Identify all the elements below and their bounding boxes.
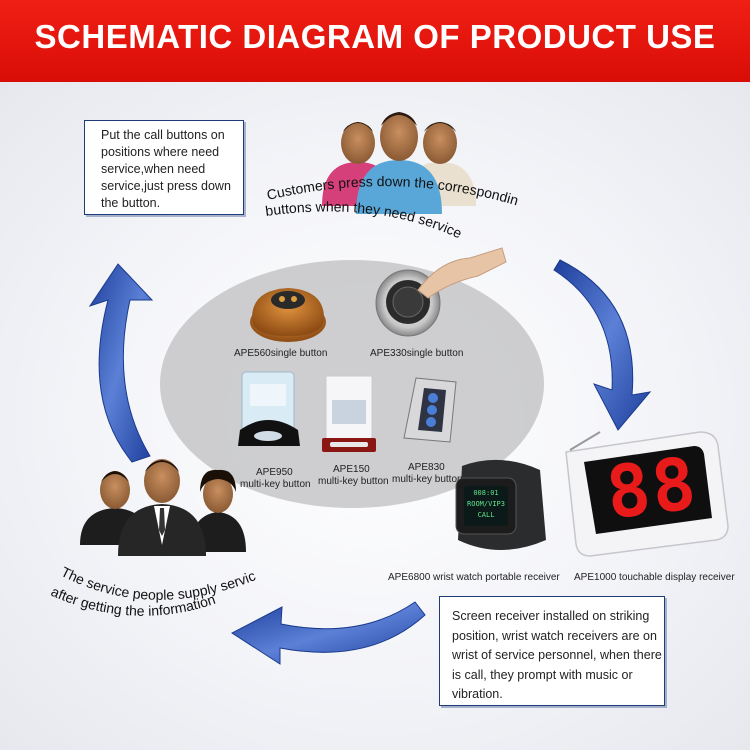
- arrow-left: [90, 264, 152, 462]
- label-ape830-name: APE830: [408, 462, 445, 473]
- ape950-button-device: [238, 372, 300, 446]
- watch-line1: 008:01: [465, 488, 507, 499]
- watch-screen: 008:01 ROOM/VIP3 CALL: [465, 488, 507, 526]
- customers-caption-line1: Customers press down the corresponding: [0, 0, 520, 208]
- watch-line3: CALL: [465, 510, 507, 521]
- label-ape560: APE560single button: [234, 348, 327, 359]
- service-people-figures: [80, 459, 246, 556]
- label-ape6800: APE6800 wrist watch portable receiver: [388, 572, 560, 583]
- callout-call-buttons: Put the call buttons on positions where …: [84, 120, 244, 215]
- label-ape150-type: multi-key button: [318, 476, 389, 487]
- label-ape950-type: multi-key button: [240, 479, 311, 490]
- arrow-bottom: [232, 602, 425, 664]
- label-ape830-type: multi-key button: [392, 474, 463, 485]
- label-ape1000: APE1000 touchable display receiver: [574, 572, 735, 583]
- label-ape330: APE330single button: [370, 348, 463, 359]
- ape150-button-device: [322, 376, 376, 452]
- label-ape950-name: APE950: [256, 467, 293, 478]
- label-ape150-name: APE150: [333, 464, 370, 475]
- watch-line2: ROOM/VIP3: [465, 499, 507, 510]
- customers-figures: [322, 112, 476, 214]
- display-digits: 88: [596, 442, 709, 534]
- callout-receivers: Screen receiver installed on striking po…: [439, 596, 665, 706]
- arrow-top-right: [554, 260, 650, 430]
